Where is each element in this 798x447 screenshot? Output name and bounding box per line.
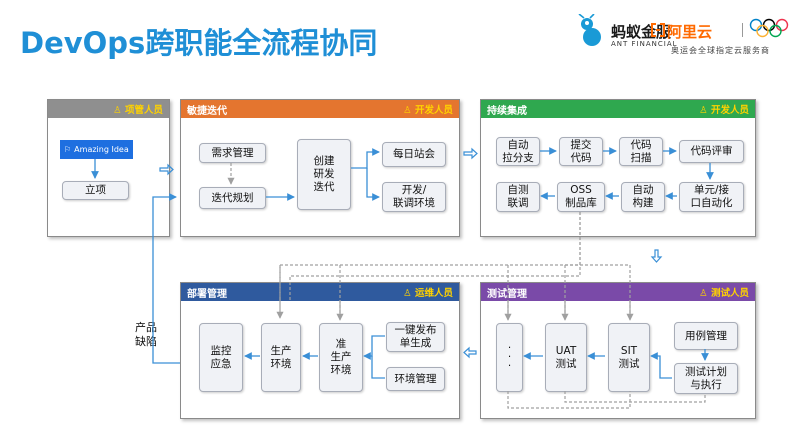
person-icon: ♙ bbox=[699, 105, 711, 116]
person-icon: ♙ bbox=[403, 105, 415, 116]
production-env-box: 生产 环境 bbox=[261, 323, 301, 392]
project-panel: ♙ 项管人员 ⚐Amazing Idea 立项 bbox=[47, 99, 170, 237]
deploy-panel: 部署管理 ♙ 运维人员 监控 应急 生产 环境 准 生产 环境 一键发布 单生成… bbox=[180, 282, 460, 419]
project-panel-header: ♙ 项管人员 bbox=[48, 100, 169, 118]
arrow-defect-feedback bbox=[152, 193, 180, 364]
ci-panel: 持续集成 ♙ 开发人员 自动 拉分支 提交 代码 代码 扫描 代码评审 单元/接… bbox=[480, 99, 756, 237]
deploy-panel-header: 部署管理 ♙ 运维人员 bbox=[181, 283, 459, 301]
unit-api-automation-box: 单元/接 口自动化 bbox=[679, 182, 744, 212]
arrow-envmgmt-to-preprod bbox=[371, 356, 385, 379]
iteration-planning-box: 迭代规划 bbox=[199, 187, 266, 209]
agile-panel-title: 敏捷迭代 bbox=[187, 105, 227, 117]
dev-env-box: 开发/ 联调环境 bbox=[382, 182, 446, 212]
case-management-box: 用例管理 bbox=[674, 322, 738, 350]
pre-production-env-box: 准 生产 环境 bbox=[319, 323, 363, 392]
ci-role-label: ♙ 开发人员 bbox=[699, 105, 749, 116]
logo-area: 蚂蚁金服 ANT FINANCIAL 阿里云 奥运会全球指定云服务商 bbox=[575, 12, 795, 62]
arrow-release-to-preprod bbox=[363, 335, 385, 360]
product-defect-label: 产品 缺陷 bbox=[135, 321, 157, 348]
aliyun-logo-icon bbox=[651, 23, 665, 37]
self-test-box: 自测 联调 bbox=[496, 182, 540, 212]
test-panel-title: 测试管理 bbox=[487, 288, 527, 300]
test-panel-header: 测试管理 ♙ 测试人员 bbox=[481, 283, 755, 301]
ant-logo-icon bbox=[578, 14, 601, 46]
uat-test-box: UAT 测试 bbox=[545, 323, 587, 392]
code-scan-box: 代码 扫描 bbox=[619, 137, 663, 166]
agile-panel-header: 敏捷迭代 ♙ 开发人员 bbox=[181, 100, 459, 118]
sit-test-box: SIT 测试 bbox=[608, 323, 650, 392]
commit-code-box: 提交 代码 bbox=[559, 137, 603, 166]
arrow-create-to-devenv bbox=[366, 168, 380, 201]
aliyun-logo-text: 阿里云 bbox=[667, 23, 713, 41]
ant-logo-subtext: ANT FINANCIAL bbox=[611, 40, 678, 48]
hollow-arrow-icon bbox=[159, 147, 663, 359]
test-panel: 测试管理 ♙ 测试人员 · · · UAT 测试 SIT 测试 用例管理 测试计… bbox=[480, 282, 756, 419]
daily-standup-box: 每日站会 bbox=[382, 142, 446, 167]
test-plan-execution-box: 测试计划 与执行 bbox=[674, 363, 738, 394]
logo-separator bbox=[742, 23, 743, 37]
agile-role-label: ♙ 开发人员 bbox=[403, 105, 453, 116]
logo-slogan: 奥运会全球指定云服务商 bbox=[671, 46, 770, 55]
person-icon: ♙ bbox=[699, 288, 711, 299]
person-icon: ♙ bbox=[113, 105, 125, 116]
test-feedback-lines bbox=[507, 391, 706, 409]
arrow-plan-to-sit bbox=[650, 352, 672, 379]
test-role-label: ♙ 测试人员 bbox=[699, 288, 749, 299]
auto-branch-box: 自动 拉分支 bbox=[496, 137, 540, 166]
more-tests-box: · · · bbox=[496, 323, 523, 392]
person-icon: ♙ bbox=[403, 288, 415, 299]
env-management-box: 环境管理 bbox=[386, 367, 445, 391]
arrow-create-to-standup bbox=[351, 148, 380, 169]
code-review-box: 代码评审 bbox=[679, 140, 744, 163]
ci-panel-title: 持续集成 bbox=[487, 105, 527, 117]
ci-panel-header: 持续集成 ♙ 开发人员 bbox=[481, 100, 755, 118]
monitoring-box: 监控 应急 bbox=[199, 323, 243, 392]
oss-artifact-repo-box: OSS 制品库 bbox=[557, 182, 605, 212]
page-title: DevOps跨职能全流程协同 bbox=[20, 26, 378, 60]
ant-logo-text: 蚂蚁金服 bbox=[611, 23, 672, 41]
amazing-idea-card: ⚐Amazing Idea bbox=[60, 140, 133, 159]
agile-iteration-panel: 敏捷迭代 ♙ 开发人员 需求管理 迭代规划 创建 研发 迭代 每日站会 开发/ … bbox=[180, 99, 460, 237]
requirement-management-box: 需求管理 bbox=[199, 143, 266, 163]
auto-build-box: 自动 构建 bbox=[621, 182, 665, 212]
project-role-label: ♙ 项管人员 bbox=[113, 105, 163, 116]
one-click-release-box: 一键发布 单生成 bbox=[386, 322, 445, 352]
lightbulb-icon: ⚐ bbox=[64, 145, 72, 154]
deploy-role-label: ♙ 运维人员 bbox=[403, 288, 453, 299]
olympic-rings-icon bbox=[749, 18, 789, 38]
create-iteration-box: 创建 研发 迭代 bbox=[297, 139, 351, 210]
artifact-distribution-lines bbox=[279, 212, 631, 318]
project-initiation-box: 立项 bbox=[62, 181, 129, 200]
deploy-panel-title: 部署管理 bbox=[187, 288, 227, 300]
artifact-distribution-arrowheads bbox=[276, 298, 634, 321]
